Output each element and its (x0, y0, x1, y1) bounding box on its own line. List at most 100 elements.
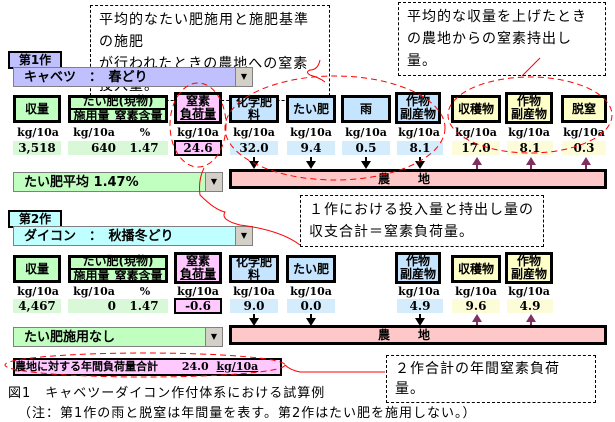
unit-input: kg/10a (290, 285, 332, 298)
arrow-up-icon (526, 314, 536, 322)
field-bar: 農地 (229, 325, 607, 345)
arrow-up-icon (472, 157, 482, 165)
value-compost-n: 1.47 (120, 141, 168, 155)
callout-pointer (284, 364, 385, 373)
output-crop-residue: 作物副産物 (505, 92, 553, 124)
header-nitrogen-load: 窒素 負荷量 (174, 252, 222, 284)
callout-output-explanation: 平均的な収量を上げたとき の農地からの窒素持出し量。 (398, 2, 606, 76)
header-label: 施用量 (73, 269, 110, 283)
header-label: 負荷量 (179, 267, 216, 281)
arrow-up-icon (476, 320, 478, 325)
unit-input: kg/10a (398, 126, 440, 139)
arrow-down-icon (253, 314, 255, 319)
input-label: 副産物 (399, 267, 436, 281)
chevron-down-icon[interactable]: ▼ (205, 328, 222, 346)
output-label: 副産物 (510, 107, 547, 121)
callout-text: 収支合計＝窒素負荷量。 (309, 224, 474, 240)
header-yield: 収量 (13, 95, 61, 123)
figure-caption: 図1 キャベツーダイコン作付体系における試算例 (8, 386, 326, 401)
arrow-down-icon (306, 318, 316, 326)
input-crop-residue: 作物副産物 (395, 252, 441, 284)
output-label: 作物 (516, 254, 541, 268)
header-label: 負荷量 (179, 107, 216, 121)
input-label: 化学肥料 (235, 95, 272, 122)
value-nitrogen-load: -0.6 (174, 298, 222, 314)
unit-yield: kg/10a (17, 285, 59, 298)
header-label: 収量 (24, 261, 49, 276)
unit-compost-amount: kg/10a (73, 126, 115, 139)
value-compost-amount: 0 (68, 299, 120, 313)
input-chemical-fertilizer: 化学肥料 (229, 255, 279, 283)
unit-output: kg/10a (455, 126, 497, 139)
value-output: 4.9 (507, 299, 553, 313)
input-label: 副産物 (399, 107, 436, 121)
value-output: 9.6 (452, 299, 500, 313)
arrow-up-icon (585, 163, 587, 169)
input-label: たい肥 (292, 101, 329, 116)
value-nitrogen-load: 24.6 (174, 140, 222, 156)
field-bar: 農地 (229, 169, 607, 189)
annual-total-label: 農地に対する年間負荷量合計 (15, 360, 158, 373)
unit-output: kg/10a (455, 285, 497, 298)
input-label: たい肥 (292, 261, 329, 276)
value-output: 17.0 (452, 141, 500, 155)
unit-input: kg/10a (345, 126, 387, 139)
arrow-down-icon (361, 161, 371, 169)
compost-subheaders: 施用量 窒素含量 (71, 270, 165, 283)
output-label: 収穫物 (457, 261, 494, 276)
output-label: 収穫物 (457, 101, 494, 116)
unit-input: kg/10a (233, 285, 275, 298)
value-compost-amount: 640 (68, 141, 120, 155)
header-label: 窒素含量 (114, 269, 163, 283)
unit-load: kg/10a (177, 285, 219, 298)
header-compost: たい肥(現物) 施用量 窒素含量 (68, 95, 168, 123)
crop-select[interactable]: ダイコン ： 秋播冬どり ▼ (13, 226, 253, 246)
crop-tag: 第2作 (8, 210, 62, 228)
value-yield: 3,518 (13, 141, 61, 155)
header-label: たい肥(現物) (71, 255, 165, 270)
compost-subheaders: 施用量 窒素含量 (71, 110, 165, 123)
callout-text: １作における投入量と持出し量の (309, 202, 534, 218)
value-yield: 4,467 (13, 299, 61, 313)
value-compost-n: 1.47 (120, 299, 168, 313)
arrow-down-icon (415, 318, 425, 326)
header-compost: たい肥(現物) 施用量 窒素含量 (68, 255, 168, 283)
value-input: 0.0 (287, 299, 335, 313)
annual-total-bar: 農地に対する年間負荷量合計 24.0 kg/10a (13, 358, 282, 376)
output-harvest: 収穫物 (451, 95, 501, 123)
value-input: 0.5 (342, 141, 390, 155)
input-compost: たい肥 (286, 255, 336, 283)
chevron-down-icon[interactable]: ▼ (235, 227, 252, 245)
crop-select-value: ダイコン ： 秋播冬どり (24, 229, 174, 244)
chevron-down-icon[interactable]: ▼ (235, 68, 252, 86)
header-label: 窒素含量 (114, 109, 163, 123)
arrow-up-icon (581, 157, 591, 165)
output-harvest: 収穫物 (451, 255, 501, 283)
unit-compost-amount: kg/10a (73, 285, 115, 298)
input-compost: たい肥 (286, 95, 336, 123)
arrow-down-icon (306, 161, 316, 169)
header-nitrogen-load: 窒素 負荷量 (174, 92, 222, 124)
crop-select-value: キャベツ ： 春どり (24, 70, 148, 85)
arrow-down-icon (415, 161, 425, 169)
compost-select[interactable]: たい肥平均 1.47% ▼ (13, 172, 223, 192)
crop-select[interactable]: キャベツ ： 春どり ▼ (13, 67, 253, 87)
value-input: 9.0 (230, 299, 278, 313)
arrow-down-icon (249, 318, 259, 326)
header-label: たい肥(現物) (71, 95, 165, 110)
output-denitrification: 脱窒 (561, 95, 607, 123)
output-crop-residue: 作物副産物 (505, 252, 553, 284)
annual-total-value: 24.0 (181, 360, 209, 373)
callout-balance-explanation: １作における投入量と持出し量の 収支合計＝窒素負荷量。 (300, 195, 544, 247)
compost-select-value: たい肥施用なし (24, 330, 116, 345)
input-label: 雨 (359, 101, 372, 116)
unit-output: kg/10a (563, 126, 605, 139)
arrow-up-icon (530, 320, 532, 325)
output-label: 副産物 (510, 267, 547, 281)
header-label: 施用量 (73, 109, 110, 123)
input-label: 作物 (405, 254, 430, 268)
chevron-down-icon[interactable]: ▼ (205, 173, 222, 191)
compost-select[interactable]: たい肥施用なし ▼ (13, 327, 223, 347)
callout-text: の農地からの窒素持出し量。 (407, 31, 572, 69)
unit-input: kg/10a (398, 285, 440, 298)
